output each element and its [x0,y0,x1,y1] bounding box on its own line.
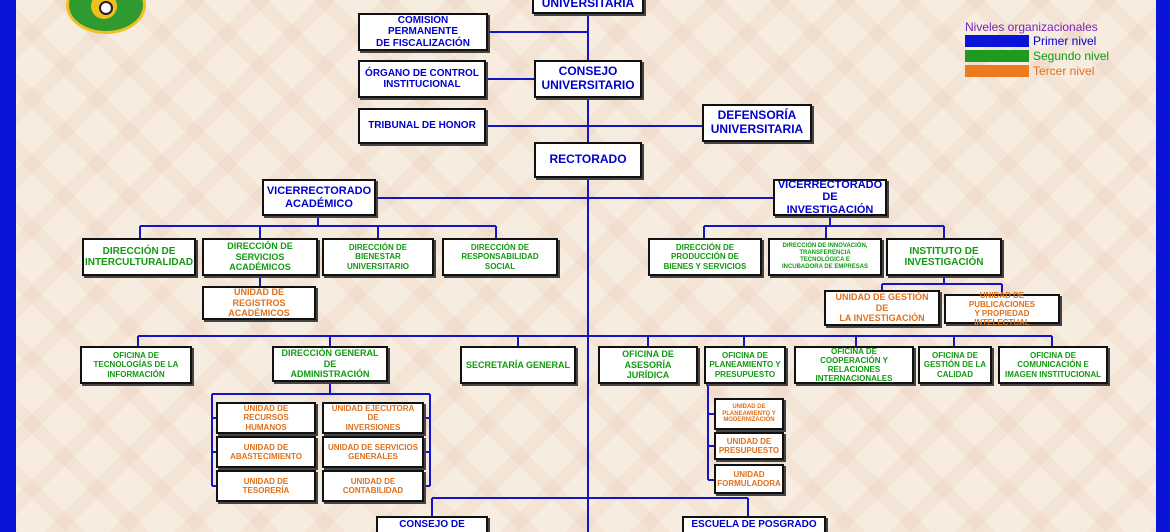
box-comision-fiscalizacion[interactable]: COMISIÓN PERMANENTE DE FISCALIZACIÓN [358,13,488,51]
box-direccion-interculturalidad[interactable]: DIRECCIÓN DE INTERCULTURALIDAD [82,238,196,276]
legend-label: Tercer nivel [1033,64,1095,78]
box-consejo-facultad[interactable]: CONSEJO DE [376,516,488,532]
box-oficina-planeamiento[interactable]: OFICINA DE PLANEAMIENTO Y PRESUPUESTO [704,346,786,384]
frame-border-left [0,0,16,532]
legend-swatch [965,65,1029,77]
box-unidad-presupuesto[interactable]: UNIDAD DE PRESUPUESTO [714,432,784,460]
box-secretaria-general[interactable]: SECRETARÍA GENERAL [460,346,576,384]
box-direccion-responsabilidad-social[interactable]: DIRECCIÓN DE RESPONSABILIDAD SOCIAL [442,238,558,276]
box-direccion-general-administracion[interactable]: DIRECCIÓN GENERAL DE ADMINISTRACIÓN [272,346,388,382]
box-oficina-cooperacion[interactable]: OFICINA DE COOPERACIÓN Y RELACIONES INTE… [794,346,914,384]
box-unidad-publicaciones[interactable]: UNIDAD DE PUBLICACIONES Y PROPIEDAD INTE… [944,291,1060,327]
box-direccion-bienestar[interactable]: DIRECCIÓN DE BIENESTAR UNIVERSITARIO [322,238,434,276]
box-defensoria[interactable]: DEFENSORÍA UNIVERSITARIA [702,104,812,142]
wheel-emblem-icon [99,1,113,15]
box-unidad-servicios-generales[interactable]: UNIDAD DE SERVICIOS GENERALES [322,436,424,468]
legend-swatch [965,35,1029,47]
box-organo-control[interactable]: ÓRGANO DE CONTROL INSTITUCIONAL [358,60,486,98]
box-instituto-investigacion[interactable]: INSTITUTO DE INVESTIGACIÓN [886,238,1002,276]
box-oficina-asesoria-juridica[interactable]: OFICINA DE ASESORÍA JURÍDICA [598,346,698,384]
legend-label: Segundo nivel [1033,49,1110,63]
legend-title: Niveles organizacionales [965,20,1098,34]
box-unidad-planeamiento-modernizacion[interactable]: UNIDAD DE PLANEAMIENTO Y MODERNIZACIÓN [714,398,784,430]
box-direccion-servicios-academicos[interactable]: DIRECCIÓN DE SERVICIOS ACADÉMICOS [202,238,318,276]
box-oficina-tecnologias[interactable]: OFICINA DE TECNOLOGÍAS DE LA INFORMACIÓN [80,346,192,384]
box-unidad-abastecimiento[interactable]: UNIDAD DE ABASTECIMIENTO [216,436,316,468]
legend-item-primer-nivel: Primer nivel [965,34,1115,49]
box-tribunal-honor[interactable]: TRIBUNAL DE HONOR [358,108,486,144]
box-unidad-contabilidad[interactable]: UNIDAD DE CONTABILIDAD [322,470,424,502]
legend-item-segundo-nivel: Segundo nivel [965,49,1115,64]
box-rectorado[interactable]: RECTORADO [534,142,642,178]
legend-label: Primer nivel [1033,34,1097,48]
box-vicerrectorado-investigacion[interactable]: VICERRECTORADO DE INVESTIGACIÓN [773,179,887,216]
box-unidad-rrhh[interactable]: UNIDAD DE RECURSOS HUMANOS [216,402,316,434]
box-consejo-universitario[interactable]: CONSEJO UNIVERSITARIO [534,60,642,98]
box-unidad-formuladora[interactable]: UNIDAD FORMULADORA [714,464,784,494]
box-unidad-ejecutora[interactable]: UNIDAD EJECUTORA DE INVERSIONES [322,402,424,434]
box-vicerrectorado-academico[interactable]: VICERRECTORADO ACADÉMICO [262,179,376,216]
legend-item-tercer-nivel: Tercer nivel [965,64,1115,79]
box-unidad-gestion-investigacion[interactable]: UNIDAD DE GESTIÓN DE LA INVESTIGACIÓN [824,290,940,326]
box-asamblea-universitaria[interactable]: UNIVERSITARIA [532,0,644,14]
box-escuela-posgrado[interactable]: ESCUELA DE POSGRADO [682,516,826,532]
box-direccion-produccion[interactable]: DIRECCIÓN DE PRODUCCIÓN DE BIENES Y SERV… [648,238,762,276]
box-oficina-comunicacion[interactable]: OFICINA DE COMUNICACIÓN E IMAGEN INSTITU… [998,346,1108,384]
box-unidad-tesoreria[interactable]: UNIDAD DE TESORERÍA [216,470,316,502]
box-oficina-calidad[interactable]: OFICINA DE GESTIÓN DE LA CALIDAD [918,346,992,384]
box-direccion-innovacion[interactable]: DIRECCIÓN DE INNOVACIÓN, TRANSFERENCIA T… [768,238,882,276]
frame-border-right [1156,0,1170,532]
legend-swatch [965,50,1029,62]
box-unidad-registros[interactable]: UNIDAD DE REGISTROS ACADÉMICOS [202,286,316,320]
legend: Niveles organizacionales Primer nivel Se… [965,20,1115,79]
